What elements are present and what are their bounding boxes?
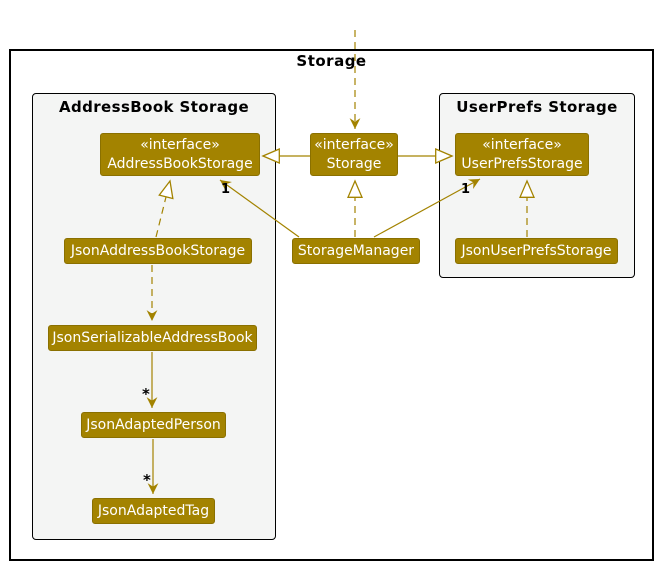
multiplicity-label-jsonadaptedtag: * [143, 471, 151, 489]
class-jsonserializableaddressbook: JsonSerializableAddressBook [48, 325, 257, 351]
frame-title: Storage [296, 52, 367, 70]
class-name: JsonUserPrefsStorage [461, 242, 612, 259]
class-name: UserPrefsStorage [461, 155, 583, 172]
class-jsonuserprefsstorage: JsonUserPrefsStorage [455, 238, 618, 264]
class-userprefsstorage-interface: «interface» UserPrefsStorage [455, 133, 589, 176]
stereotype-label: «interface» [140, 136, 220, 153]
stereotype-label: «interface» [482, 136, 562, 153]
multiplicity-label-userprefsstorage: 1 [461, 182, 471, 197]
class-name: AddressBookStorage [107, 155, 253, 172]
stereotype-label: «interface» [314, 136, 394, 153]
class-storage-interface: «interface» Storage [310, 133, 398, 176]
multiplicity-label-jsonadaptedperson: * [142, 385, 150, 403]
class-jsonaddressbookstorage: JsonAddressBookStorage [64, 238, 252, 264]
class-addressbookstorage-interface: «interface» AddressBookStorage [100, 133, 260, 176]
package-title-userprefs-storage: UserPrefs Storage [456, 98, 618, 116]
class-name: JsonAdaptedTag [97, 502, 210, 519]
class-name: JsonSerializableAddressBook [52, 329, 253, 346]
package-title-addressbook-storage: AddressBook Storage [58, 98, 250, 116]
class-name: Storage [326, 155, 382, 172]
class-name: JsonAdaptedPerson [86, 416, 221, 433]
class-name: StorageManager [297, 242, 415, 259]
class-name: JsonAddressBookStorage [70, 242, 246, 259]
class-jsonadaptedtag: JsonAdaptedTag [92, 498, 215, 524]
class-storagemanager: StorageManager [292, 238, 420, 264]
class-jsonadaptedperson: JsonAdaptedPerson [81, 412, 226, 438]
multiplicity-label-addressbookstorage: 1 [221, 182, 231, 197]
